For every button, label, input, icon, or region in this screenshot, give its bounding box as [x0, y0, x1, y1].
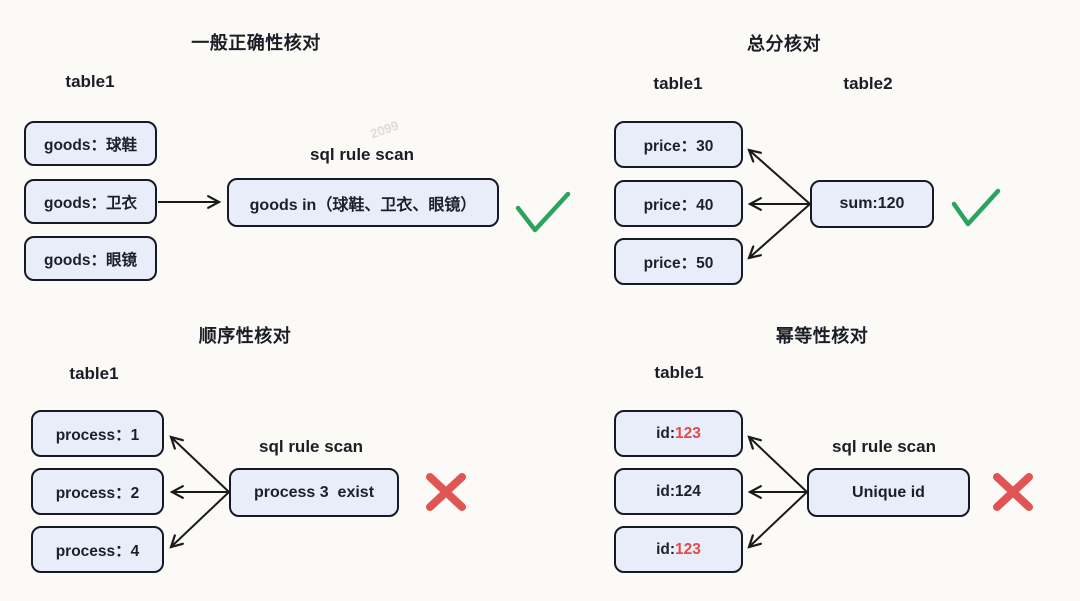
section-title-sum-check: 总分核对: [747, 34, 821, 54]
table1-label-sequence: table1: [69, 364, 119, 383]
record-box-goods2: goods：卫衣: [24, 179, 157, 224]
id-prefix: id:: [656, 424, 676, 442]
section-title-general-correctness: 一般正确性核对: [191, 33, 321, 53]
table1-label-sum: table1: [653, 74, 703, 93]
record-box-goods3: goods：眼镜: [24, 236, 157, 281]
record-box-price30: price：30: [614, 121, 743, 168]
record-box-id123b: id:123: [614, 526, 743, 573]
arrow-rule-to-process1: [169, 435, 230, 493]
id-prefix: id:: [656, 540, 676, 558]
cross-icon: [426, 473, 466, 511]
record-box-process4: process：4: [31, 526, 164, 573]
check-icon: [515, 191, 571, 233]
arrow-sum-to-price50: [747, 203, 811, 260]
table1-label: table1: [65, 72, 115, 91]
record-box-process2: process：2: [31, 468, 164, 515]
record-box-price40: price：40: [614, 180, 743, 227]
id-prefix: id:: [656, 482, 676, 500]
id-value-duplicate: 123: [675, 540, 701, 558]
record-box-price50: price：50: [614, 238, 743, 285]
table1-label-idempotency: table1: [654, 363, 704, 382]
watermark: 2099: [368, 117, 401, 142]
section-title-sequence-check: 顺序性核对: [198, 326, 292, 346]
record-box-process1: process：1: [31, 410, 164, 457]
scan-label-general: sql rule scan: [310, 145, 414, 164]
scan-label-idempotency: sql rule scan: [832, 437, 936, 456]
record-box-id124: id:124: [614, 468, 743, 515]
record-box-goods1: goods：球鞋: [24, 121, 157, 166]
arrow-unique-to-id123a: [747, 435, 808, 493]
scan-label-sequence: sql rule scan: [259, 437, 363, 456]
rule-box-sum: sum:120: [810, 180, 934, 228]
arrow-unique-to-id123b: [747, 491, 808, 549]
rule-box-process-exist: process 3 exist: [229, 468, 399, 517]
section-title-idempotency-check: 幂等性核对: [775, 326, 869, 346]
table2-label-sum: table2: [843, 74, 893, 93]
arrow-rule-to-process4: [169, 491, 230, 549]
cross-icon: [993, 473, 1033, 511]
check-icon: [951, 188, 1001, 227]
arrow-sum-to-price30: [747, 148, 811, 205]
rule-box-unique-id: Unique id: [807, 468, 970, 517]
record-box-id123a: id:123: [614, 410, 743, 457]
id-value-duplicate: 123: [675, 424, 701, 442]
rule-box-goods-in: goods in（球鞋、卫衣、眼镜）: [227, 178, 499, 227]
id-value: 124: [675, 482, 701, 500]
